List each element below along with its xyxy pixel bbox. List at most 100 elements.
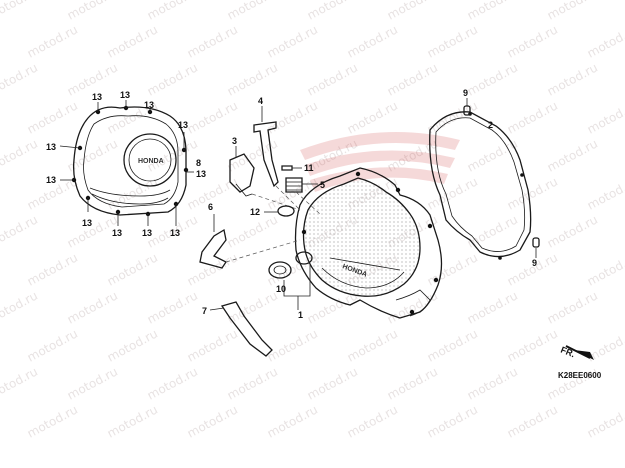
callout-13: 13 — [82, 218, 92, 228]
callout-13: 13 — [92, 92, 102, 102]
guide-plate — [209, 301, 273, 357]
watermark-text: motod.ru — [0, 288, 40, 326]
watermark-text: motod.ru — [105, 326, 160, 364]
watermark-text: motod.ru — [185, 250, 240, 288]
callout-4: 4 — [258, 96, 263, 106]
watermark-text: motod.ru — [465, 0, 520, 23]
dowel-pins — [463, 98, 540, 258]
watermark-text: motod.ru — [305, 60, 360, 98]
watermark-text: motod.ru — [265, 22, 320, 60]
oil-seal — [268, 251, 313, 310]
callout-1: 1 — [298, 310, 303, 320]
watermark-text: motod.ru — [465, 364, 520, 402]
watermark-text: motod.ru — [145, 364, 200, 402]
watermark-text: motod.ru — [305, 0, 360, 23]
callout-13: 13 — [112, 228, 122, 238]
watermark-text: motod.ru — [65, 288, 120, 326]
watermark-text: motod.ru — [65, 364, 120, 402]
watermark-text: motod.ru — [185, 402, 240, 440]
watermark-text: motod.ru — [265, 402, 320, 440]
watermark-text: motod.ru — [105, 402, 160, 440]
watermark-text: motod.ru — [185, 22, 240, 60]
watermark-text: motod.ru — [185, 326, 240, 364]
front-direction-label: FR. — [559, 345, 576, 360]
watermark-text: motod.ru — [25, 250, 80, 288]
watermark-text: motod.ru — [585, 326, 625, 364]
callout-13: 13 — [46, 175, 56, 185]
callout-9-bottom: 9 — [532, 258, 537, 268]
callout-7: 7 — [202, 306, 207, 316]
callout-3: 3 — [232, 136, 237, 146]
callout-13: 13 — [120, 90, 130, 100]
watermark-text: motod.ru — [385, 0, 440, 23]
watermark-text: motod.ru — [545, 288, 600, 326]
watermark-text: motod.ru — [265, 326, 320, 364]
watermark-text: motod.ru — [465, 288, 520, 326]
watermark-text: motod.ru — [505, 250, 560, 288]
cable-bracket — [199, 214, 301, 269]
watermark-text: motod.ru — [345, 402, 400, 440]
watermark-text: motod.ru — [265, 98, 320, 136]
watermark-text: motod.ru — [105, 250, 160, 288]
callout-12: 12 — [250, 207, 260, 217]
watermark-text: motod.ru — [465, 60, 520, 98]
watermark-text: motod.ru — [545, 212, 600, 250]
watermark-text: motod.ru — [585, 174, 625, 212]
callout-13: 13 — [144, 100, 154, 110]
watermark-text: motod.ru — [425, 22, 480, 60]
watermark-text: motod.ru — [425, 402, 480, 440]
watermark-text: motod.ru — [145, 0, 200, 23]
watermark-text: motod.ru — [345, 98, 400, 136]
watermark-text: motod.ru — [585, 22, 625, 60]
watermark-text: motod.ru — [105, 22, 160, 60]
watermark-text: motod.ru — [225, 0, 280, 23]
clutch-lifter-arm — [253, 106, 301, 211]
callout-13: 13 — [178, 120, 188, 130]
front-direction-arrow: FR. — [559, 345, 594, 360]
watermark-text: motod.ru — [465, 212, 520, 250]
watermark-text: motod.ru — [25, 22, 80, 60]
callout-5: 5 — [320, 180, 325, 190]
watermark-text: motod.ru — [585, 98, 625, 136]
bolt-and-spring — [281, 165, 321, 215]
watermark-text: motod.ru — [0, 0, 40, 23]
watermark-text: motod.ru — [425, 98, 480, 136]
watermark-text: motod.ru — [145, 136, 200, 174]
watermark-text: motod.ru — [505, 22, 560, 60]
watermark-text: motod.ru — [545, 136, 600, 174]
watermark-text: motod.ru — [425, 326, 480, 364]
watermark-text: motod.ru — [505, 98, 560, 136]
outer-clutch-cover: HONDA — [59, 100, 194, 226]
watermark-text: motod.ru — [25, 326, 80, 364]
watermark-text: motod.ru — [0, 212, 40, 250]
callout-13: 13 — [46, 142, 56, 152]
watermark-text: motod.ru — [345, 22, 400, 60]
watermark-text: motod.ru — [305, 364, 360, 402]
callout-10: 10 — [276, 284, 286, 294]
honda-wing-watermark — [300, 132, 460, 192]
watermark-text: motod.ru — [25, 402, 80, 440]
watermark-text: motod.ru — [545, 60, 600, 98]
watermark-text: motod.ru — [505, 326, 560, 364]
watermark-text: motod.ru — [0, 60, 40, 98]
watermark-text: motod.ru — [545, 0, 600, 23]
right-crankcase-cover: HONDA — [294, 167, 443, 319]
watermark-text: motod.ru — [225, 288, 280, 326]
watermark-text: motod.ru — [25, 98, 80, 136]
watermark-text: motod.ru — [505, 402, 560, 440]
watermark-text: motod.ru — [505, 174, 560, 212]
watermark-text: motod.ru — [105, 174, 160, 212]
callout-13: 13 — [196, 169, 206, 179]
callout-6: 6 — [208, 202, 213, 212]
watermark-text: motod.ru — [385, 364, 440, 402]
watermark-text: motod.ru — [585, 250, 625, 288]
watermark-text: motod.ru — [225, 364, 280, 402]
callout-9-top: 9 — [463, 88, 468, 98]
watermark-text: motod.ru — [425, 250, 480, 288]
cover-brand-logo: HONDA — [138, 158, 164, 165]
watermark-text: motod.ru — [185, 98, 240, 136]
diagram-code: K28EE0600 — [558, 371, 602, 380]
watermark-text: motod.ru — [145, 60, 200, 98]
